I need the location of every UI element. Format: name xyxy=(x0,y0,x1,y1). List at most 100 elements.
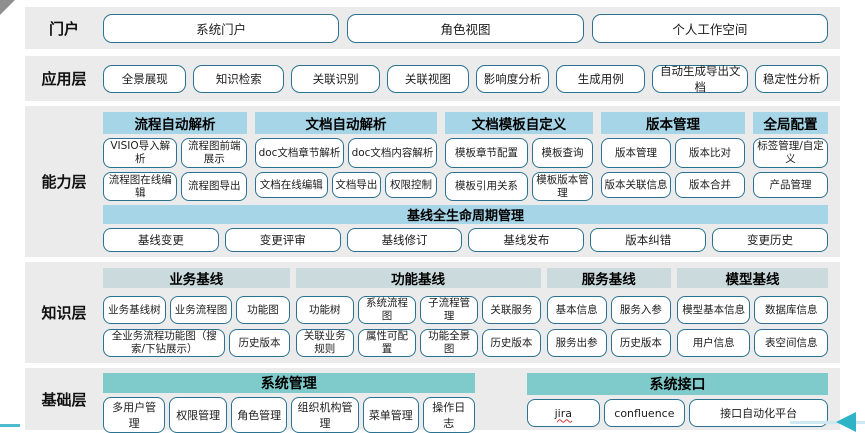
portal-button-workspace[interactable]: 个人工作空间 xyxy=(591,13,828,43)
baseline-button-change-history[interactable]: 变更历史 xyxy=(712,228,828,253)
knw-button-history-version-business[interactable]: 历史版本 xyxy=(229,329,290,357)
knw-button-business-flowchart[interactable]: 业务流程图 xyxy=(169,296,233,324)
layer-portal: 门户 系统门户 角色视图 个人工作空间 xyxy=(25,7,840,49)
group-version-mgmt: 版本管理 版本管理 版本比对 版本关联信息 版本合并 xyxy=(601,112,745,201)
group-header-doc-template-custom: 文档模板自定义 xyxy=(445,112,593,134)
baseline-button-change-review[interactable]: 变更评审 xyxy=(224,228,341,253)
cap-button-template-chapter-config[interactable]: 模板章节配置 xyxy=(445,138,528,168)
app-button-knowledge-search[interactable]: 知识检索 xyxy=(193,64,285,93)
cap-button-doc-export[interactable]: 文档导出 xyxy=(331,172,382,198)
cap-button-doc-chapter-parse[interactable]: doc文档章节解析 xyxy=(255,138,344,168)
knw-button-tablespace-info[interactable]: 表空间信息 xyxy=(754,329,829,357)
knw-button-model-basic-info[interactable]: 模型基本信息 xyxy=(676,296,751,324)
group-doc-template-custom: 文档模板自定义 模板章节配置 模板查询 模板引用关系 模板版本管理 xyxy=(445,112,593,202)
cap-button-visio-import[interactable]: VISIO导入解析 xyxy=(103,138,178,168)
knowledge-body: 业务基线 业务基线树 业务流程图 功能图 全业务流程功能图（搜索/下钻展示） 历… xyxy=(103,262,829,363)
fnd-button-role-mgmt[interactable]: 角色管理 xyxy=(231,397,288,433)
app-button-relation-view[interactable]: 关联视图 xyxy=(387,64,469,93)
app-button-generate-usecase[interactable]: 生成用例 xyxy=(556,64,646,93)
fnd-button-multiuser-mgmt[interactable]: 多用户管理 xyxy=(103,397,166,433)
group-global-config: 全局配置 标签管理/自定义 产品管理 xyxy=(753,112,828,201)
knw-button-full-business-process-map[interactable]: 全业务流程功能图（搜索/下钻展示） xyxy=(103,329,226,357)
group-header-service-baseline: 服务基线 xyxy=(546,268,671,288)
app-button-auto-export-doc[interactable]: 自动生成导出文档 xyxy=(652,64,749,94)
bottom-right-arrow-icon xyxy=(836,412,856,432)
cap-button-tag-mgmt-custom[interactable]: 标签管理/自定义 xyxy=(753,138,828,168)
knw-button-configurable-attributes[interactable]: 属性可配置 xyxy=(357,329,417,357)
knw-button-function-diagram[interactable]: 功能图 xyxy=(236,296,290,324)
layer-capability: 能力层 流程自动解析 VISIO导入解析 流程图前端展示 流程图在线编辑 流程图… xyxy=(25,106,840,257)
cap-button-doc-online-edit[interactable]: 文档在线编辑 xyxy=(255,172,328,198)
capability-body: 流程自动解析 VISIO导入解析 流程图前端展示 流程图在线编辑 流程图导出 文… xyxy=(103,106,828,257)
knw-button-history-version-service[interactable]: 历史版本 xyxy=(610,329,671,357)
cap-button-permission-control[interactable]: 权限控制 xyxy=(385,172,437,198)
bottom-right-accent-line xyxy=(790,421,865,424)
group-header-business-baseline: 业务基线 xyxy=(103,268,290,288)
cap-button-flowchart-export[interactable]: 流程图导出 xyxy=(181,172,247,202)
knw-button-system-flowchart[interactable]: 系统流程图 xyxy=(357,296,417,324)
knw-button-user-info[interactable]: 用户信息 xyxy=(676,329,751,357)
knw-button-subprocess-mgmt[interactable]: 子流程管理 xyxy=(420,296,479,324)
group-header-process-auto-parse: 流程自动解析 xyxy=(103,112,247,134)
group-system-interface: 系统接口 jira confluence 接口自动化平台 xyxy=(527,373,828,427)
knw-button-related-business-rules[interactable]: 关联业务规则 xyxy=(295,329,354,357)
app-button-relation-identify[interactable]: 关联识别 xyxy=(291,64,381,93)
baseline-buttons: 基线变更 变更评审 基线修订 基线发布 版本纠错 变更历史 xyxy=(103,228,828,253)
app-button-stability-analysis[interactable]: 稳定性分析 xyxy=(755,64,828,93)
layer-label-foundation: 基础层 xyxy=(41,390,87,409)
fnd-button-confluence[interactable]: confluence xyxy=(603,399,686,427)
group-service-baseline: 服务基线 基本信息 服务入参 服务出参 历史版本 xyxy=(546,268,671,357)
baseline-lifecycle-header: 基线全生命周期管理 xyxy=(103,205,828,225)
portal-button-system[interactable]: 系统门户 xyxy=(103,13,340,43)
fnd-button-menu-mgmt[interactable]: 菜单管理 xyxy=(362,397,419,433)
group-model-baseline: 模型基线 模型基本信息 数据库信息 用户信息 表空间信息 xyxy=(676,268,829,357)
group-header-version-mgmt: 版本管理 xyxy=(601,112,745,134)
fnd-button-organization-mgmt[interactable]: 组织机构管理 xyxy=(291,397,359,433)
layer-application: 应用层 全景展现 知识检索 关联识别 关联视图 影响度分析 生成用例 自动生成导… xyxy=(25,56,840,101)
cap-button-flowchart-online-edit[interactable]: 流程图在线编辑 xyxy=(103,172,178,202)
cap-button-product-mgmt[interactable]: 产品管理 xyxy=(753,172,828,198)
group-doc-auto-parse: 文档自动解析 doc文档章节解析 doc文档内容解析 文档在线编辑 文档导出 权… xyxy=(255,112,437,201)
application-buttons: 全景展现 知识检索 关联识别 关联视图 影响度分析 生成用例 自动生成导出文档 … xyxy=(103,56,828,101)
baseline-button-revision[interactable]: 基线修订 xyxy=(346,228,463,253)
group-header-model-baseline: 模型基线 xyxy=(676,268,828,288)
cap-button-template-version-mgmt[interactable]: 模板版本管理 xyxy=(532,172,593,202)
baseline-button-change[interactable]: 基线变更 xyxy=(103,228,219,253)
baseline-button-release[interactable]: 基线发布 xyxy=(468,228,585,253)
layer-label-portal: 门户 xyxy=(48,19,79,38)
cap-button-version-mgmt[interactable]: 版本管理 xyxy=(601,138,671,168)
knowledge-groups: 业务基线 业务基线树 业务流程图 功能图 全业务流程功能图（搜索/下钻展示） 历… xyxy=(103,268,829,357)
knw-button-related-services[interactable]: 关联服务 xyxy=(482,296,541,324)
fnd-button-permission-mgmt[interactable]: 权限管理 xyxy=(169,397,228,433)
group-header-function-baseline: 功能基线 xyxy=(295,268,541,288)
knw-button-database-info[interactable]: 数据库信息 xyxy=(754,296,829,324)
portal-button-role-view[interactable]: 角色视图 xyxy=(347,13,584,43)
cap-button-version-merge[interactable]: 版本合并 xyxy=(675,172,745,198)
app-button-impact-analysis[interactable]: 影响度分析 xyxy=(475,64,550,93)
cap-button-flowchart-frontend[interactable]: 流程图前端展示 xyxy=(181,138,247,168)
cap-button-template-reference[interactable]: 模板引用关系 xyxy=(445,172,528,202)
fnd-button-interface-automation-platform[interactable]: 接口自动化平台 xyxy=(689,399,828,427)
cap-button-version-compare[interactable]: 版本比对 xyxy=(675,138,745,168)
knw-button-basic-info[interactable]: 基本信息 xyxy=(546,296,607,324)
knw-button-service-input-params[interactable]: 服务入参 xyxy=(610,296,671,324)
app-button-panorama[interactable]: 全景展现 xyxy=(103,64,187,93)
knw-button-function-panorama[interactable]: 功能全景图 xyxy=(420,329,479,357)
cap-button-doc-content-parse[interactable]: doc文档内容解析 xyxy=(348,138,437,168)
group-header-doc-auto-parse: 文档自动解析 xyxy=(255,112,437,134)
cap-button-version-relation-info[interactable]: 版本关联信息 xyxy=(601,172,671,198)
cap-button-template-query[interactable]: 模板查询 xyxy=(532,138,593,168)
knw-button-business-baseline-tree[interactable]: 业务基线树 xyxy=(103,296,166,324)
layer-label-application: 应用层 xyxy=(41,70,87,88)
group-function-baseline: 功能基线 功能树 系统流程图 子流程管理 关联服务 关联业务规则 属性可配置 功… xyxy=(295,268,541,357)
baseline-button-error-correction[interactable]: 版本纠错 xyxy=(590,228,707,253)
knw-button-service-output-params[interactable]: 服务出参 xyxy=(546,329,607,357)
fnd-button-operation-log[interactable]: 操作日志 xyxy=(422,397,475,433)
bottom-left-accent-line xyxy=(0,424,20,427)
group-header-system-interface: 系统接口 xyxy=(527,373,828,395)
layer-label-capability: 能力层 xyxy=(41,173,87,191)
knw-button-history-version-function[interactable]: 历史版本 xyxy=(482,329,541,357)
fnd-button-jira[interactable]: jira xyxy=(527,399,600,427)
knw-button-function-tree[interactable]: 功能树 xyxy=(295,296,354,324)
portal-buttons: 系统门户 角色视图 个人工作空间 xyxy=(103,7,828,49)
